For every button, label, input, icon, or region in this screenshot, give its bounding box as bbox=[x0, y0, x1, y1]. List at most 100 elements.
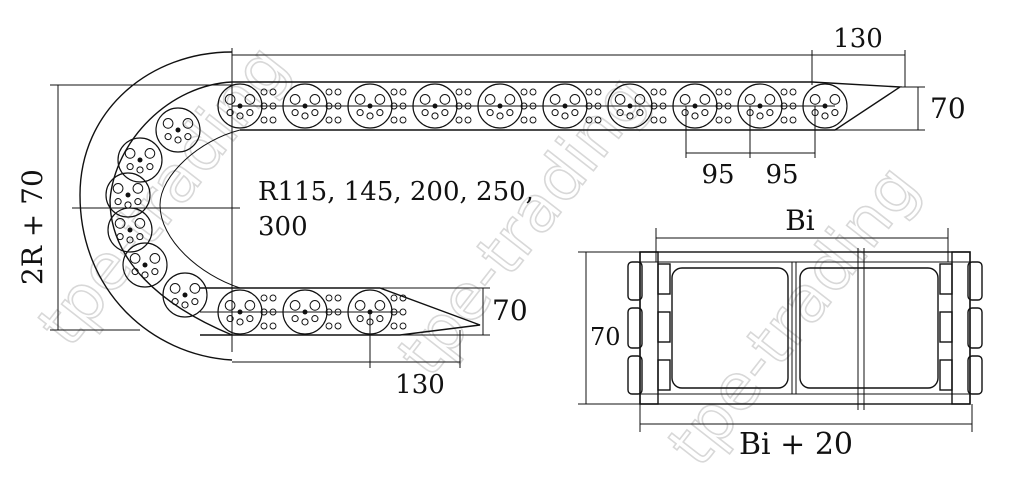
dim-top-extension: 130 bbox=[833, 24, 883, 54]
bottom-link-hole bbox=[260, 308, 268, 316]
bend-links bbox=[105, 107, 208, 318]
bend-inner-outline bbox=[159, 129, 241, 289]
top-link-hole bbox=[390, 102, 398, 110]
dim-outer-width: Bi + 20 bbox=[739, 427, 853, 462]
bottom-link-hole bbox=[260, 322, 268, 330]
bottom-link-hole bbox=[269, 294, 277, 302]
top-link-4 bbox=[412, 83, 458, 129]
top-link-hole bbox=[780, 102, 788, 110]
top-link-hole bbox=[715, 102, 723, 110]
left-bump-2 bbox=[627, 307, 643, 349]
top-link-hole bbox=[789, 116, 797, 124]
dim-pitch-1: 95 bbox=[701, 160, 734, 190]
dim-inner-width: Bi bbox=[785, 204, 815, 237]
top-link-hole bbox=[724, 102, 732, 110]
bottom-link-hole bbox=[390, 322, 398, 330]
top-link-hole bbox=[390, 116, 398, 124]
top-link-hole bbox=[594, 116, 602, 124]
top-link-hole bbox=[520, 88, 528, 96]
top-link-hole bbox=[399, 116, 407, 124]
bottom-link-hole bbox=[399, 294, 407, 302]
outer-bend-curve bbox=[79, 51, 233, 361]
top-link-6 bbox=[542, 83, 588, 129]
bottom-link-hole bbox=[260, 294, 268, 302]
top-link-hole bbox=[260, 88, 268, 96]
top-link-5 bbox=[477, 83, 523, 129]
top-link-hole bbox=[325, 88, 333, 96]
top-link-hole bbox=[585, 102, 593, 110]
bend-link-3 bbox=[105, 172, 151, 218]
bottom-link-hole bbox=[269, 322, 277, 330]
bend-link-6 bbox=[162, 272, 208, 318]
top-run-links bbox=[217, 83, 848, 129]
bend-link-1 bbox=[155, 107, 201, 153]
top-link-1 bbox=[217, 83, 263, 129]
dim-bottom-height: 70 bbox=[492, 294, 528, 327]
bottom-run-links bbox=[217, 289, 407, 335]
top-link-hole bbox=[724, 88, 732, 96]
top-link-hole bbox=[780, 116, 788, 124]
bottom-link-hole bbox=[325, 294, 333, 302]
dim-section-height: 70 bbox=[590, 323, 621, 351]
top-link-hole bbox=[260, 116, 268, 124]
top-link-hole bbox=[399, 102, 407, 110]
left-bump-3 bbox=[627, 355, 643, 395]
bottom-link-hole bbox=[334, 322, 342, 330]
bottom-link-hole bbox=[334, 308, 342, 316]
top-link-hole bbox=[455, 116, 463, 124]
right-bump-2 bbox=[967, 307, 983, 349]
top-link-3 bbox=[347, 83, 393, 129]
right-pin-2 bbox=[939, 311, 953, 343]
radius-values-line2: 300 bbox=[258, 212, 308, 242]
bottom-link-hole bbox=[390, 294, 398, 302]
top-link-hole bbox=[650, 88, 658, 96]
top-link-hole bbox=[585, 116, 593, 124]
top-link-hole bbox=[594, 102, 602, 110]
top-link-2 bbox=[282, 83, 328, 129]
dim-bottom-extension: 130 bbox=[395, 370, 445, 400]
bottom-link-hole bbox=[399, 308, 407, 316]
left-pin-3 bbox=[657, 359, 671, 391]
top-link-7 bbox=[607, 83, 653, 129]
top-link-hole bbox=[715, 116, 723, 124]
inner-cavity-right bbox=[799, 267, 939, 389]
bottom-link-1 bbox=[217, 289, 263, 335]
watermark-2: tpe-trading bbox=[384, 62, 663, 390]
right-bump-1 bbox=[967, 261, 983, 301]
top-link-hole bbox=[650, 116, 658, 124]
top-link-hole bbox=[659, 102, 667, 110]
radius-values-line1: R115, 145, 200, 250, bbox=[258, 177, 534, 207]
top-link-hole bbox=[399, 88, 407, 96]
left-pin-1 bbox=[657, 263, 671, 295]
top-link-hole bbox=[325, 102, 333, 110]
dim-pitch-2: 95 bbox=[765, 160, 798, 190]
bottom-link-hole bbox=[399, 322, 407, 330]
top-link-hole bbox=[464, 116, 472, 124]
top-link-hole bbox=[594, 88, 602, 96]
top-link-hole bbox=[334, 102, 342, 110]
bottom-link-hole bbox=[325, 322, 333, 330]
top-link-hole bbox=[789, 102, 797, 110]
top-link-hole bbox=[780, 88, 788, 96]
cross-section-view: Bi 70 Bi + bbox=[578, 204, 983, 462]
top-link-hole bbox=[334, 88, 342, 96]
bottom-run-outline bbox=[200, 287, 481, 336]
bottom-link-hole bbox=[390, 308, 398, 316]
top-link-hole bbox=[260, 102, 268, 110]
top-link-hole bbox=[789, 88, 797, 96]
top-link-hole bbox=[520, 116, 528, 124]
top-link-10 bbox=[802, 83, 848, 129]
top-link-hole bbox=[455, 88, 463, 96]
top-link-hole bbox=[269, 116, 277, 124]
dim-outer-height: 2R + 70 bbox=[16, 169, 49, 285]
top-link-hole bbox=[529, 102, 537, 110]
side-view: 130 70 95 95 R115, 145, 200, 250, 300 2R… bbox=[16, 24, 966, 400]
bottom-link-hole bbox=[269, 308, 277, 316]
top-link-hole bbox=[325, 116, 333, 124]
top-link-hole bbox=[390, 88, 398, 96]
left-pin-2 bbox=[657, 311, 671, 343]
top-link-hole bbox=[650, 102, 658, 110]
top-link-hole bbox=[269, 88, 277, 96]
